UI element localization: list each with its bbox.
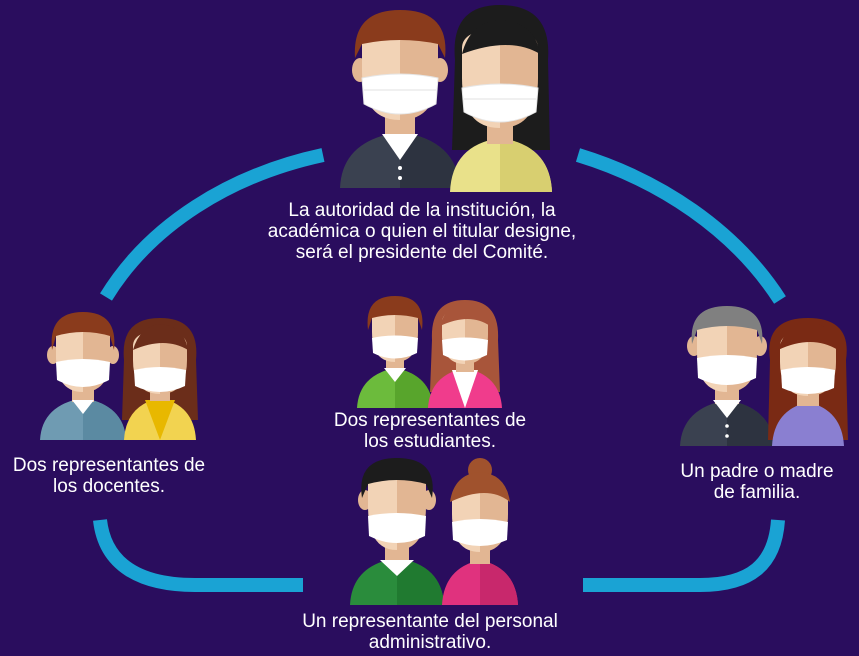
connector-bottom-left <box>93 518 303 592</box>
parents-caption: Un padre o madre de familia. <box>655 461 859 503</box>
staff-caption-line: administrativo. <box>368 632 492 653</box>
parents-caption-line: Un padre o madre <box>680 461 834 482</box>
parent-father <box>680 306 774 446</box>
authority-caption-line: académica o quien el titular designe, <box>267 221 577 242</box>
staff-man <box>350 458 444 605</box>
staff-group <box>350 458 518 605</box>
parent-mother <box>768 318 848 446</box>
teachers-caption-line: Dos representantes de <box>12 455 206 476</box>
parents-group <box>680 306 848 446</box>
authority-group <box>340 5 552 192</box>
staff-caption: Un representante del personal administra… <box>270 611 590 653</box>
authority-woman <box>450 5 552 192</box>
teacher-woman <box>122 318 198 440</box>
staff-woman <box>442 458 518 605</box>
students-caption-line: los estudiantes. <box>363 431 497 452</box>
authority-caption: La autoridad de la institución, la acadé… <box>252 200 592 263</box>
students-caption: Dos representantes de los estudiantes. <box>300 410 560 452</box>
teacher-man <box>40 312 126 440</box>
connector-lines <box>93 148 786 592</box>
student-girl <box>428 300 502 408</box>
staff-caption-line: Un representante del personal <box>302 611 558 632</box>
connector-left-arc <box>100 148 325 301</box>
teachers-group <box>40 312 198 440</box>
authority-caption-line: será el presidente del Comité. <box>295 242 549 263</box>
teachers-caption-line: los docentes. <box>53 476 165 497</box>
student-boy <box>357 296 433 408</box>
connector-right-arc <box>575 148 786 304</box>
students-caption-line: Dos representantes de <box>333 410 527 431</box>
teachers-caption: Dos representantes de los docentes. <box>0 455 218 497</box>
parents-caption-line: de familia. <box>713 482 801 503</box>
authority-man <box>340 10 460 188</box>
students-group <box>357 296 502 408</box>
connector-bottom-right <box>583 519 785 592</box>
authority-caption-line: La autoridad de la institución, la <box>288 200 556 221</box>
